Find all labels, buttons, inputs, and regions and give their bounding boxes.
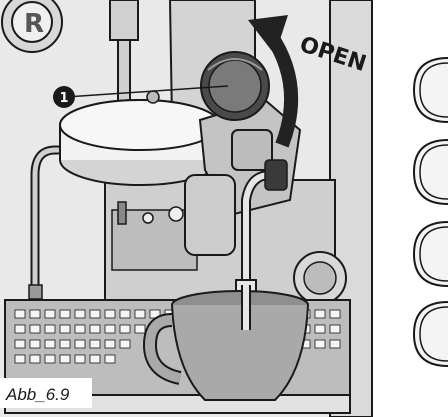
figure-label: Abb_6.9 [5,385,70,404]
callout-number: 1 [59,91,68,106]
logo-wheel: R [2,0,62,52]
figure-caption: Abb_6.9 [0,378,92,408]
steam-valve-knob-icon [201,52,269,120]
svg-text:R: R [24,9,44,39]
